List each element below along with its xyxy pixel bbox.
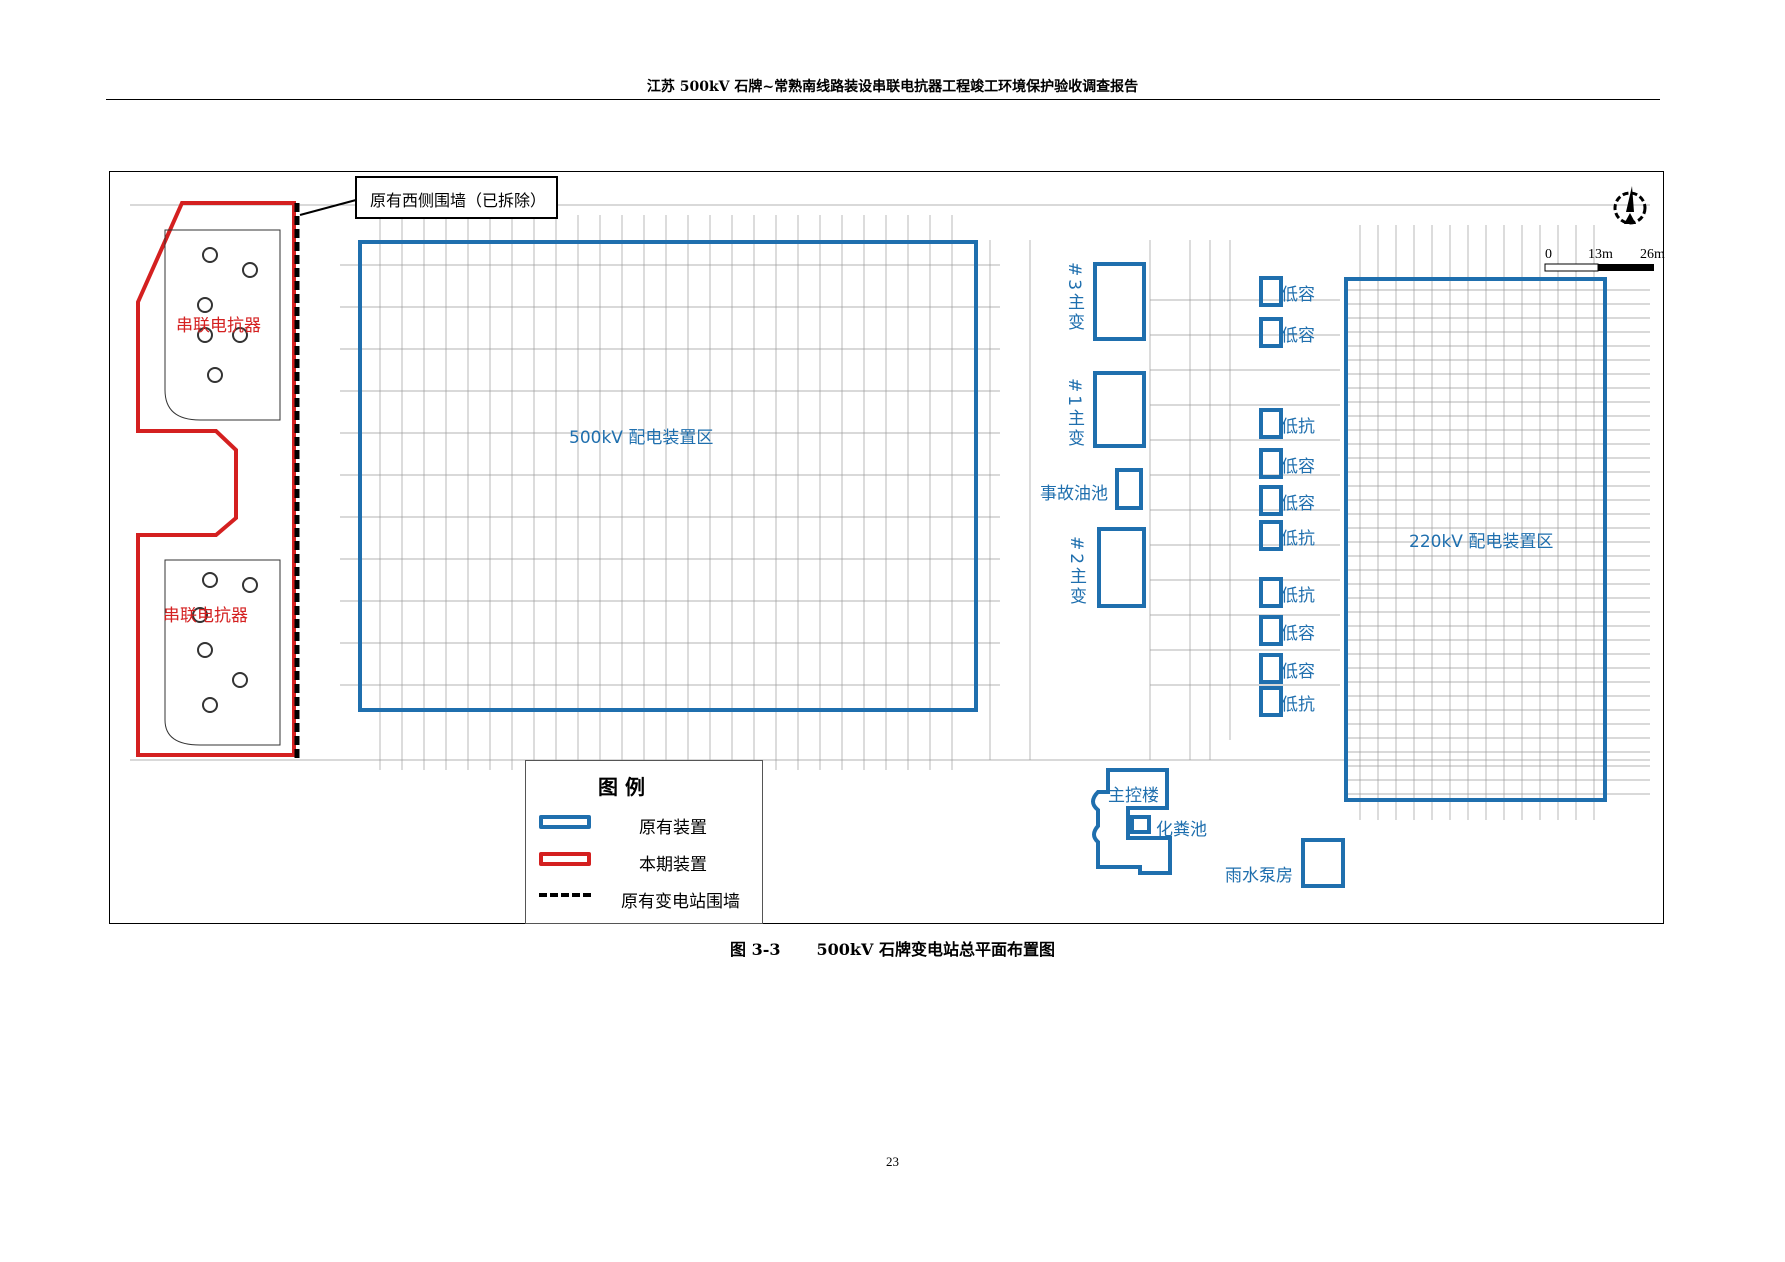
legend-title: 图 例 <box>598 775 645 799</box>
scale-mid: 13m <box>1588 247 1613 262</box>
legend-swatch-existing <box>539 815 591 829</box>
low-voltage-unit-label: 低容 <box>1281 662 1315 682</box>
north-arrow-icon <box>1613 186 1647 225</box>
label-oil-pit: 事故油池 <box>1040 484 1108 504</box>
low-voltage-unit-label: 低容 <box>1281 457 1315 477</box>
label-500kv-area: 500kV 配电装置区 <box>569 428 714 448</box>
low-voltage-unit-box <box>1259 577 1283 608</box>
transformer-1-outline <box>1093 371 1146 448</box>
scale-end: 26m <box>1640 247 1665 262</box>
low-voltage-unit-label: 低容 <box>1281 624 1315 644</box>
page-number: 23 <box>886 1154 899 1169</box>
low-voltage-unit-box <box>1259 520 1283 551</box>
scale-bar-white <box>1544 263 1599 272</box>
legend-swatch-new <box>539 852 591 866</box>
low-voltage-unit-box <box>1259 276 1283 307</box>
legend-label-new: 本期装置 <box>639 855 707 875</box>
label-main-control: 主控楼 <box>1108 786 1159 806</box>
low-voltage-unit-label: 低抗 <box>1281 695 1315 715</box>
transformer-2-outline <box>1097 527 1146 608</box>
area-220kv-outline <box>1344 277 1607 802</box>
low-voltage-unit-label: 低抗 <box>1281 529 1315 549</box>
low-voltage-unit-label: 低抗 <box>1281 417 1315 437</box>
legend-swatch-wall <box>539 893 591 897</box>
low-voltage-unit-label: 低抗 <box>1281 586 1315 606</box>
label-transformer-2: #2主变 <box>1066 536 1086 608</box>
label-septic-tank: 化粪池 <box>1156 820 1207 840</box>
figure-frame <box>109 171 1664 924</box>
low-voltage-unit-box <box>1259 653 1283 684</box>
oil-pit-outline <box>1115 468 1143 510</box>
low-voltage-unit-box <box>1259 615 1283 646</box>
background-cad-lines <box>130 204 1650 820</box>
low-voltage-unit-box <box>1259 686 1283 717</box>
label-series-reactor-south: 串联电抗器 <box>163 606 248 626</box>
septic-tank-outline <box>1130 815 1151 834</box>
figure-caption: 图 3-3 500kV 石牌变电站总平面布置图 <box>0 936 1785 960</box>
new-equipment-outline <box>136 201 296 757</box>
caption-number: 图 3-3 <box>730 940 781 959</box>
scale-zero: 0 <box>1545 247 1552 262</box>
label-rain-pump: 雨水泵房 <box>1225 866 1293 886</box>
reactor-symbols <box>192 247 258 713</box>
callout-leader <box>299 199 357 216</box>
rain-pump-outline <box>1301 838 1345 888</box>
low-voltage-unit-outlines <box>1259 276 1283 717</box>
reactor-yard-north <box>164 229 281 421</box>
main-control-outline <box>1091 768 1172 875</box>
scale-bar-black <box>1598 264 1654 271</box>
legend-label-wall: 原有变电站围墙 <box>621 892 740 912</box>
label-220kv-area: 220kV 配电装置区 <box>1409 532 1554 552</box>
low-voltage-unit-box <box>1259 408 1283 439</box>
caption-text: 500kV 石牌变电站总平面布置图 <box>816 940 1055 959</box>
reactor-yard-south <box>164 559 281 746</box>
label-series-reactor-north: 串联电抗器 <box>176 316 261 336</box>
removed-wall-callout: 原有西侧围墙（已拆除） <box>355 176 558 219</box>
legend: 图 例 原有装置 本期装置 原有变电站围墙 <box>525 760 763 924</box>
low-voltage-unit-label: 低容 <box>1281 494 1315 514</box>
header-divider <box>106 99 1660 100</box>
label-transformer-3: #3主变 <box>1064 262 1084 334</box>
legend-label-existing: 原有装置 <box>639 818 707 838</box>
low-voltage-unit-label: 低容 <box>1281 285 1315 305</box>
report-header-title: 江苏 500kV 石牌~常熟南线路装设串联电抗器工程竣工环境保护验收调查报告 <box>646 79 1139 95</box>
label-transformer-1: #1主变 <box>1064 378 1084 450</box>
low-voltage-unit-box <box>1259 448 1283 479</box>
transformer-3-outline <box>1093 262 1146 341</box>
low-voltage-unit-box <box>1259 317 1283 348</box>
area-500kv-outline <box>358 240 978 712</box>
low-voltage-unit-label: 低容 <box>1281 326 1315 346</box>
low-voltage-unit-box <box>1259 485 1283 516</box>
